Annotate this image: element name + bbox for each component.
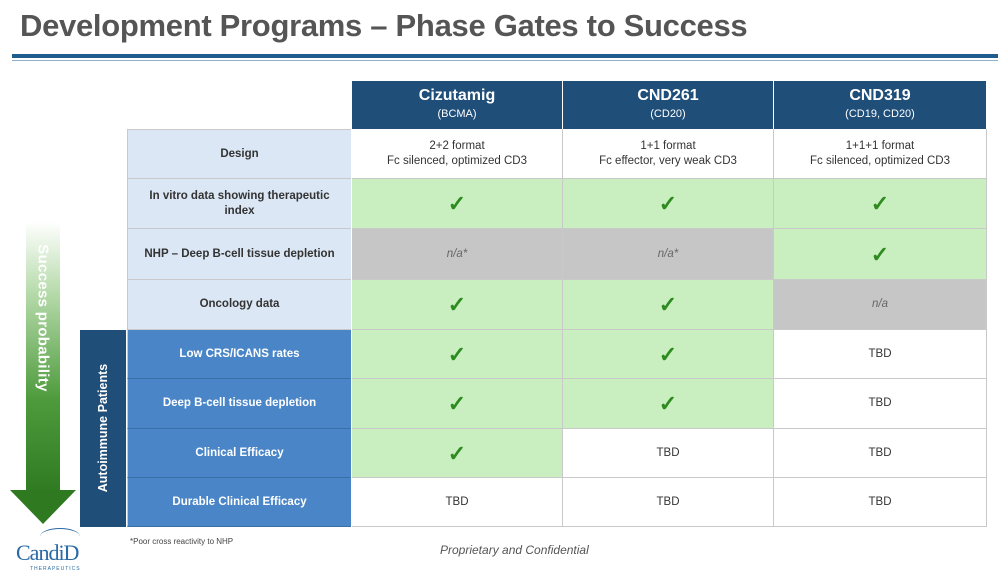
tbd-value: TBD [868, 397, 892, 409]
table-cell: ✓ [352, 379, 563, 429]
arrow-down-icon [10, 490, 76, 524]
table-cell: TBD [774, 379, 987, 429]
column-target: (CD19, CD20) [845, 108, 915, 120]
checkmark-icon: ✓ [447, 292, 467, 317]
design-format: 1+1+1 format [845, 139, 915, 152]
row-label: Clinical Efficacy [127, 429, 351, 478]
tbd-value: TBD [868, 495, 892, 508]
design-detail: Fc silenced, optimized CD3 [810, 154, 950, 167]
column-name: CND261 [637, 87, 699, 104]
table-cell: n/a* [352, 229, 563, 280]
table-cell: ✓ [563, 280, 774, 330]
title-rule [12, 54, 998, 58]
column-header-1: CND261 (CD20) [563, 81, 774, 129]
column-name: Cizutamig [418, 87, 496, 104]
table-cell: TBD [774, 429, 987, 478]
column-target: (CD20) [650, 108, 686, 120]
column-target: (BCMA) [437, 108, 477, 120]
checkmark-icon: ✓ [658, 292, 678, 317]
logo-subtext: THERAPEUTICS [30, 566, 81, 572]
row-label: In vitro data showing therapeutic index [127, 179, 351, 229]
tbd-value: TBD [868, 446, 892, 459]
table-cell: 1+1 format Fc effector, very weak CD3 [563, 129, 774, 179]
checkmark-icon: ✓ [658, 341, 678, 367]
checkmark-icon: ✓ [870, 191, 890, 216]
table-cell: ✓ [774, 179, 987, 229]
table-cell: ✓ [563, 330, 774, 379]
design-format: 2+2 format [429, 139, 485, 152]
title-rule-thin [12, 60, 998, 61]
row-label: Low CRS/ICANS rates [127, 330, 351, 379]
logo-arc-icon [40, 528, 80, 545]
tbd-value: TBD [656, 495, 680, 508]
column-header-0: Cizutamig (BCMA) [352, 81, 563, 129]
table-cell: 1+1+1 format Fc silenced, optimized CD3 [774, 129, 987, 179]
success-arrow-shaft [26, 222, 60, 494]
table-cell: TBD [352, 478, 563, 527]
table-cell: n/a [774, 280, 987, 330]
table-cell: TBD [774, 478, 987, 527]
footnote: *Poor cross reactivity to NHP [130, 537, 234, 546]
design-text: 1+1 format Fc effector, very weak CD3 [599, 139, 737, 169]
table-cell: ✓ [352, 179, 563, 229]
table-cell: TBD [563, 429, 774, 478]
table-cell: ✓ [352, 429, 563, 478]
success-probability-label: Success probability [34, 244, 52, 392]
design-detail: Fc effector, very weak CD3 [599, 154, 737, 167]
checkmark-icon: ✓ [447, 341, 467, 367]
row-label: NHP – Deep B-cell tissue depletion [127, 229, 351, 280]
row-label: Design [127, 129, 351, 179]
column-name: CND319 [849, 87, 911, 104]
autoimmune-band [80, 330, 126, 527]
design-format: 1+1 format [640, 139, 696, 152]
checkmark-icon: ✓ [870, 241, 890, 267]
table-cell: ✓ [352, 280, 563, 330]
table-cell: n/a* [563, 229, 774, 280]
row-label: Durable Clinical Efficacy [127, 478, 351, 527]
table-cell: TBD [563, 478, 774, 527]
tbd-value: TBD [656, 446, 680, 459]
checkmark-icon: ✓ [447, 191, 467, 216]
table-cell: ✓ [563, 179, 774, 229]
tbd-value: TBD [445, 495, 469, 508]
table-cell: 2+2 format Fc silenced, optimized CD3 [352, 129, 563, 179]
autoimmune-patients-label: Autoimmune Patients [96, 363, 110, 493]
table-cell: TBD [774, 330, 987, 379]
table-cell: ✓ [774, 229, 987, 280]
na-value: n/a* [446, 247, 468, 260]
table-cell: ✓ [563, 379, 774, 429]
checkmark-icon: ✓ [658, 391, 678, 416]
row-label: Deep B-cell tissue depletion [127, 379, 351, 429]
design-text: 2+2 format Fc silenced, optimized CD3 [387, 139, 527, 169]
page-title: Development Programs – Phase Gates to Su… [20, 8, 748, 43]
confidential-notice: Proprietary and Confidential [440, 543, 589, 557]
na-value: n/a* [657, 247, 679, 260]
table-cell: ✓ [352, 330, 563, 379]
na-value: n/a [872, 298, 888, 310]
column-header-2: CND319 (CD19, CD20) [774, 81, 987, 129]
checkmark-icon: ✓ [658, 191, 678, 216]
row-label: Oncology data [127, 280, 351, 330]
tbd-value: TBD [868, 347, 892, 360]
design-text: 1+1+1 format Fc silenced, optimized CD3 [810, 139, 950, 169]
logo-text: CandiD [16, 540, 79, 565]
checkmark-icon: ✓ [447, 391, 467, 416]
design-detail: Fc silenced, optimized CD3 [387, 154, 527, 167]
checkmark-icon: ✓ [447, 440, 467, 466]
